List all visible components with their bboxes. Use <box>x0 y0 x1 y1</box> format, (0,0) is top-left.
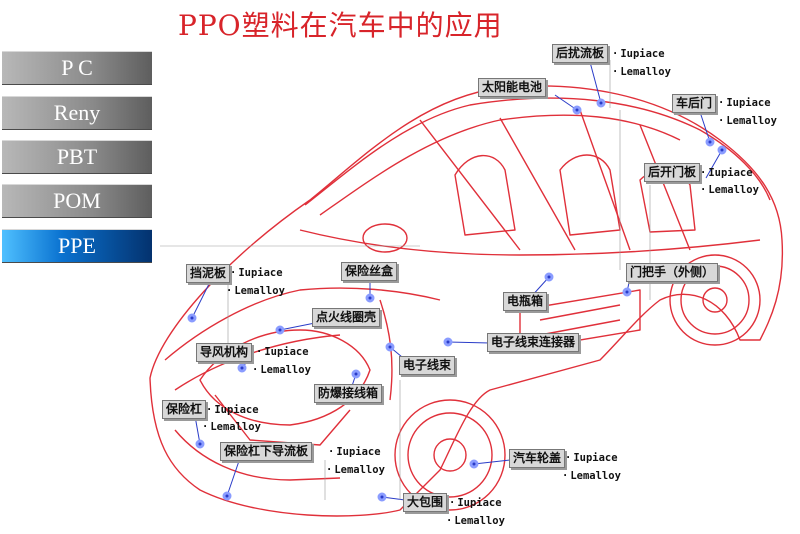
label-explosion-box: 防爆接线箱 <box>314 384 383 403</box>
material-fender-2: Lemalloy <box>226 284 285 298</box>
material-air-guide-1: Iupiace <box>256 345 308 359</box>
sidebar-item-pc[interactable]: P C <box>2 51 152 85</box>
label-rear-spoiler: 后扰流板 <box>552 44 609 63</box>
marker-door-handle <box>622 287 632 297</box>
material-big-cover-2: Lemalloy <box>446 514 505 528</box>
material-bumper-deflector-2: Lemalloy <box>326 463 385 477</box>
material-tailgate-2: Lemalloy <box>700 183 759 197</box>
material-wheel-cover-2: Lemalloy <box>562 469 621 483</box>
label-solar-battery: 太阳能电池 <box>478 78 547 97</box>
material-big-cover-1: Iupiace <box>449 496 501 510</box>
marker-ignition-coil <box>275 325 285 335</box>
marker-solar-battery <box>572 105 582 115</box>
sidebar-item-ppe[interactable]: PPE <box>2 229 152 263</box>
label-air-guide: 导风机构 <box>196 343 253 362</box>
material-fender-1: Iupiace <box>230 266 282 280</box>
material-bumper-1: Iupiace <box>206 403 258 417</box>
material-tailgate-1: Iupiace <box>700 166 752 180</box>
marker-fuse-box <box>365 293 375 303</box>
sidebar-item-pbt[interactable]: PBT <box>2 140 152 174</box>
label-fender: 挡泥板 <box>186 264 231 283</box>
marker-rear-spoiler <box>596 98 606 108</box>
label-bumper-deflector: 保险杠下导流板 <box>220 442 313 461</box>
marker-fender <box>187 313 197 323</box>
label-wheel-cover: 汽车轮盖 <box>509 449 566 468</box>
material-wheel-cover-1: Iupiace <box>565 451 617 465</box>
marker-air-guide <box>237 363 247 373</box>
label-fuse-box: 保险丝盒 <box>341 262 398 281</box>
material-rear-spoiler-1: Iupiace <box>612 47 664 61</box>
material-rear-spoiler-2: Lemalloy <box>612 65 671 79</box>
material-air-guide-2: Lemalloy <box>252 363 311 377</box>
material-rear-door-1: Iupiace <box>718 96 770 110</box>
car-body-outline <box>149 85 784 517</box>
label-electric-wire: 电子线束 <box>399 356 456 375</box>
material-rear-door-2: Lemalloy <box>718 114 777 128</box>
label-battery-box: 电瓶箱 <box>503 292 548 311</box>
marker-electric-wire <box>385 342 395 352</box>
label-wire-connector: 电子线束连接器 <box>487 333 580 352</box>
material-bumper-deflector-1: Iupiace <box>328 445 380 459</box>
label-tailgate: 后开门板 <box>644 163 701 182</box>
label-ignition-coil: 点火线圈壳 <box>312 308 381 327</box>
material-bumper-2: Lemalloy <box>202 420 261 434</box>
page-title: PPO塑料在汽车中的应用 <box>178 9 503 42</box>
marker-battery-box <box>544 272 554 282</box>
marker-wheel-cover <box>469 459 479 469</box>
marker-rear-door <box>705 137 715 147</box>
label-big-cover: 大包围 <box>403 493 448 512</box>
label-bumper: 保险杠 <box>162 400 207 419</box>
label-rear-door: 车后门 <box>672 94 717 113</box>
marker-wire-connector <box>443 337 453 347</box>
marker-tailgate <box>717 145 727 155</box>
marker-bumper <box>195 439 205 449</box>
marker-big-cover <box>377 492 387 502</box>
marker-explosion-box <box>351 369 361 379</box>
sidebar-item-reny[interactable]: Reny <box>2 96 152 130</box>
sidebar-item-pom[interactable]: POM <box>2 184 152 218</box>
label-door-handle: 门把手（外侧） <box>626 263 719 282</box>
marker-bumper-deflector <box>222 491 232 501</box>
